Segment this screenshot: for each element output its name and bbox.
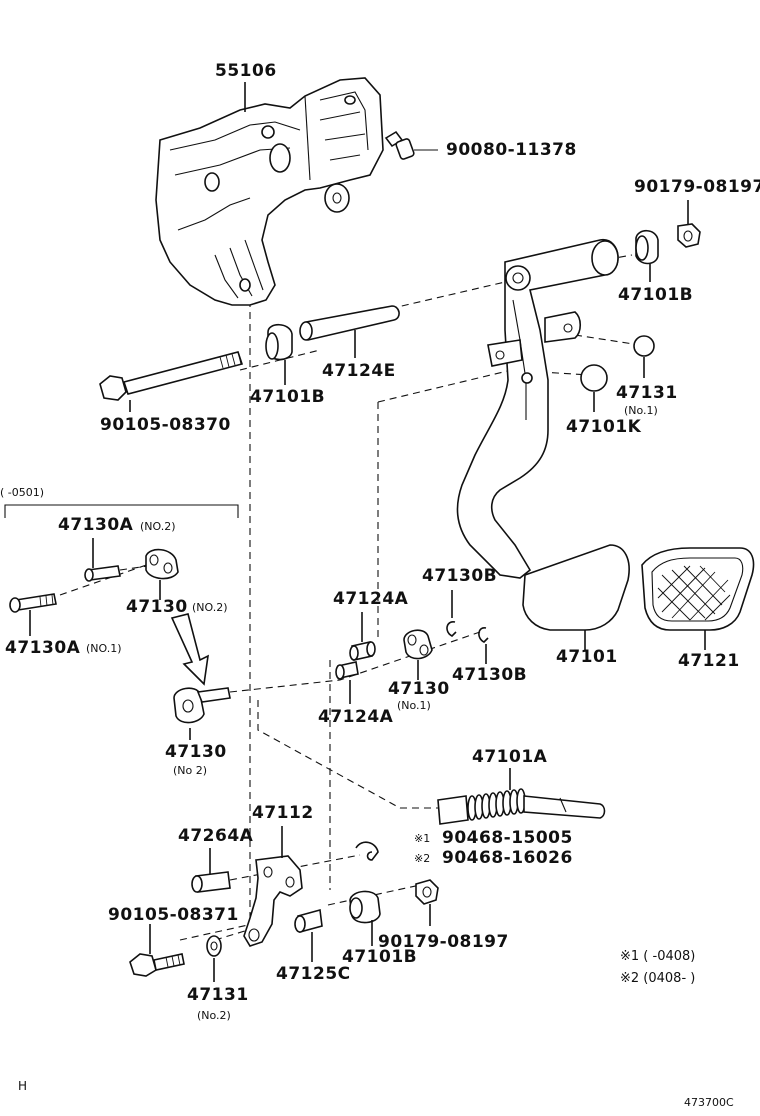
spring-coils <box>467 788 526 821</box>
label-47130A-no2-sub: (NO.2) <box>140 520 176 533</box>
label-47121: 47121 <box>678 651 740 671</box>
label-47101K: 47101K <box>566 417 642 437</box>
label-47130B-upper: 47130B <box>422 566 497 586</box>
label-47101A: 47101A <box>472 747 548 767</box>
lever-47112 <box>243 826 303 947</box>
clevis-47130-no1 <box>403 629 433 680</box>
pin-47130A-no2 <box>84 538 121 582</box>
nut-90179-08197-top <box>677 200 701 248</box>
shaft-47124E <box>299 305 400 358</box>
label-47101: 47101 <box>556 647 618 667</box>
bushing-47101B-left <box>265 323 293 385</box>
return-spring-47101A <box>437 768 606 825</box>
bolt-90080-11378 <box>384 130 438 160</box>
pad-tread-pattern <box>657 565 731 621</box>
pin-47124A-upper <box>349 612 376 661</box>
label-47130-no1: 47130 <box>388 679 450 699</box>
collar-47125C <box>294 908 323 962</box>
pin-47130A-no1 <box>9 593 57 636</box>
washer-47131-no2 <box>206 935 222 982</box>
pin-47264A <box>191 848 231 893</box>
label-47130-no2-lower-sub: (No 2) <box>173 764 207 777</box>
note-2: ※2 (0408- ) <box>620 971 695 986</box>
clip-47130B-upper <box>446 590 457 637</box>
label-47264A: 47264A <box>178 826 254 846</box>
part-labels: 55106 90080-11378 90179-08197 47101B 471… <box>0 61 760 1022</box>
label-47131-no2: 47131 <box>187 985 249 1005</box>
cushion-47101K <box>580 364 608 412</box>
clip-90468 <box>355 841 379 861</box>
clevis-47130-no2-lower <box>173 687 231 740</box>
label-47131-no1-sub: (No.1) <box>624 404 658 417</box>
label-47130A-no1: 47130A <box>5 638 81 658</box>
clevis-47130-no2-upper <box>145 548 179 600</box>
pedal-pad-47121 <box>641 547 755 650</box>
label-47130B-lower: 47130B <box>452 665 527 685</box>
footnotes: ※1 ( -0408) ※2 (0408- ) <box>620 949 695 986</box>
bolt-90105-08371 <box>129 924 185 977</box>
label-bracket-date: ( -0501) <box>0 486 44 499</box>
label-47125C: 47125C <box>276 964 351 984</box>
label-47124E: 47124E <box>322 361 396 381</box>
label-47101B-left: 47101B <box>250 387 325 407</box>
pin-47124A-lower <box>335 661 359 704</box>
label-47130-no1-sub: (No.1) <box>397 699 431 712</box>
label-47130-no2-lower: 47130 <box>165 742 227 762</box>
nut-90179-08197-bottom <box>415 879 439 926</box>
pedal-bracket-55106 <box>155 77 384 306</box>
bushing-47101B-right <box>635 229 659 282</box>
label-47130A-no1-sub: (NO.1) <box>86 642 122 655</box>
label-55106: 55106 <box>215 61 277 81</box>
note-1: ※1 ( -0408) <box>620 949 695 964</box>
label-47124A-lower: 47124A <box>318 707 394 727</box>
bolt-90105-08370 <box>99 351 244 412</box>
brake-pedal-47101 <box>456 238 630 650</box>
label-47130-no2-upper-sub: (NO.2) <box>192 601 228 614</box>
label-mark-1: ※1 <box>414 832 430 845</box>
label-mark-2: ※2 <box>414 852 430 865</box>
footer-mark: H <box>18 1079 27 1093</box>
label-47130A-no2: 47130A <box>58 515 134 535</box>
label-47124A-upper: 47124A <box>333 589 409 609</box>
label-90179-08197-top: 90179-08197 <box>634 177 760 197</box>
clip-47130B-lower <box>478 627 489 664</box>
label-90105-08370: 90105-08370 <box>100 415 231 435</box>
stopper-47131-no1 <box>633 335 655 378</box>
label-90468-15005: 90468-15005 <box>442 828 573 848</box>
label-90468-16026: 90468-16026 <box>442 848 573 868</box>
direction-arrow <box>170 613 210 686</box>
label-47131-no1: 47131 <box>616 383 678 403</box>
bushing-47101B-bottom <box>349 890 381 946</box>
label-47131-no2-sub: (No.2) <box>197 1009 231 1022</box>
inset-bracket <box>4 504 239 518</box>
label-47130-no2-upper: 47130 <box>126 597 188 617</box>
label-47112: 47112 <box>252 803 314 823</box>
label-47101B-bottom: 47101B <box>342 947 417 967</box>
label-90080-11378: 90080-11378 <box>446 140 577 160</box>
figure-code: 473700C <box>684 1096 734 1109</box>
label-47101B-right: 47101B <box>618 285 693 305</box>
label-90179-08197-bottom: 90179-08197 <box>378 932 509 952</box>
label-90105-08371: 90105-08371 <box>108 905 239 925</box>
